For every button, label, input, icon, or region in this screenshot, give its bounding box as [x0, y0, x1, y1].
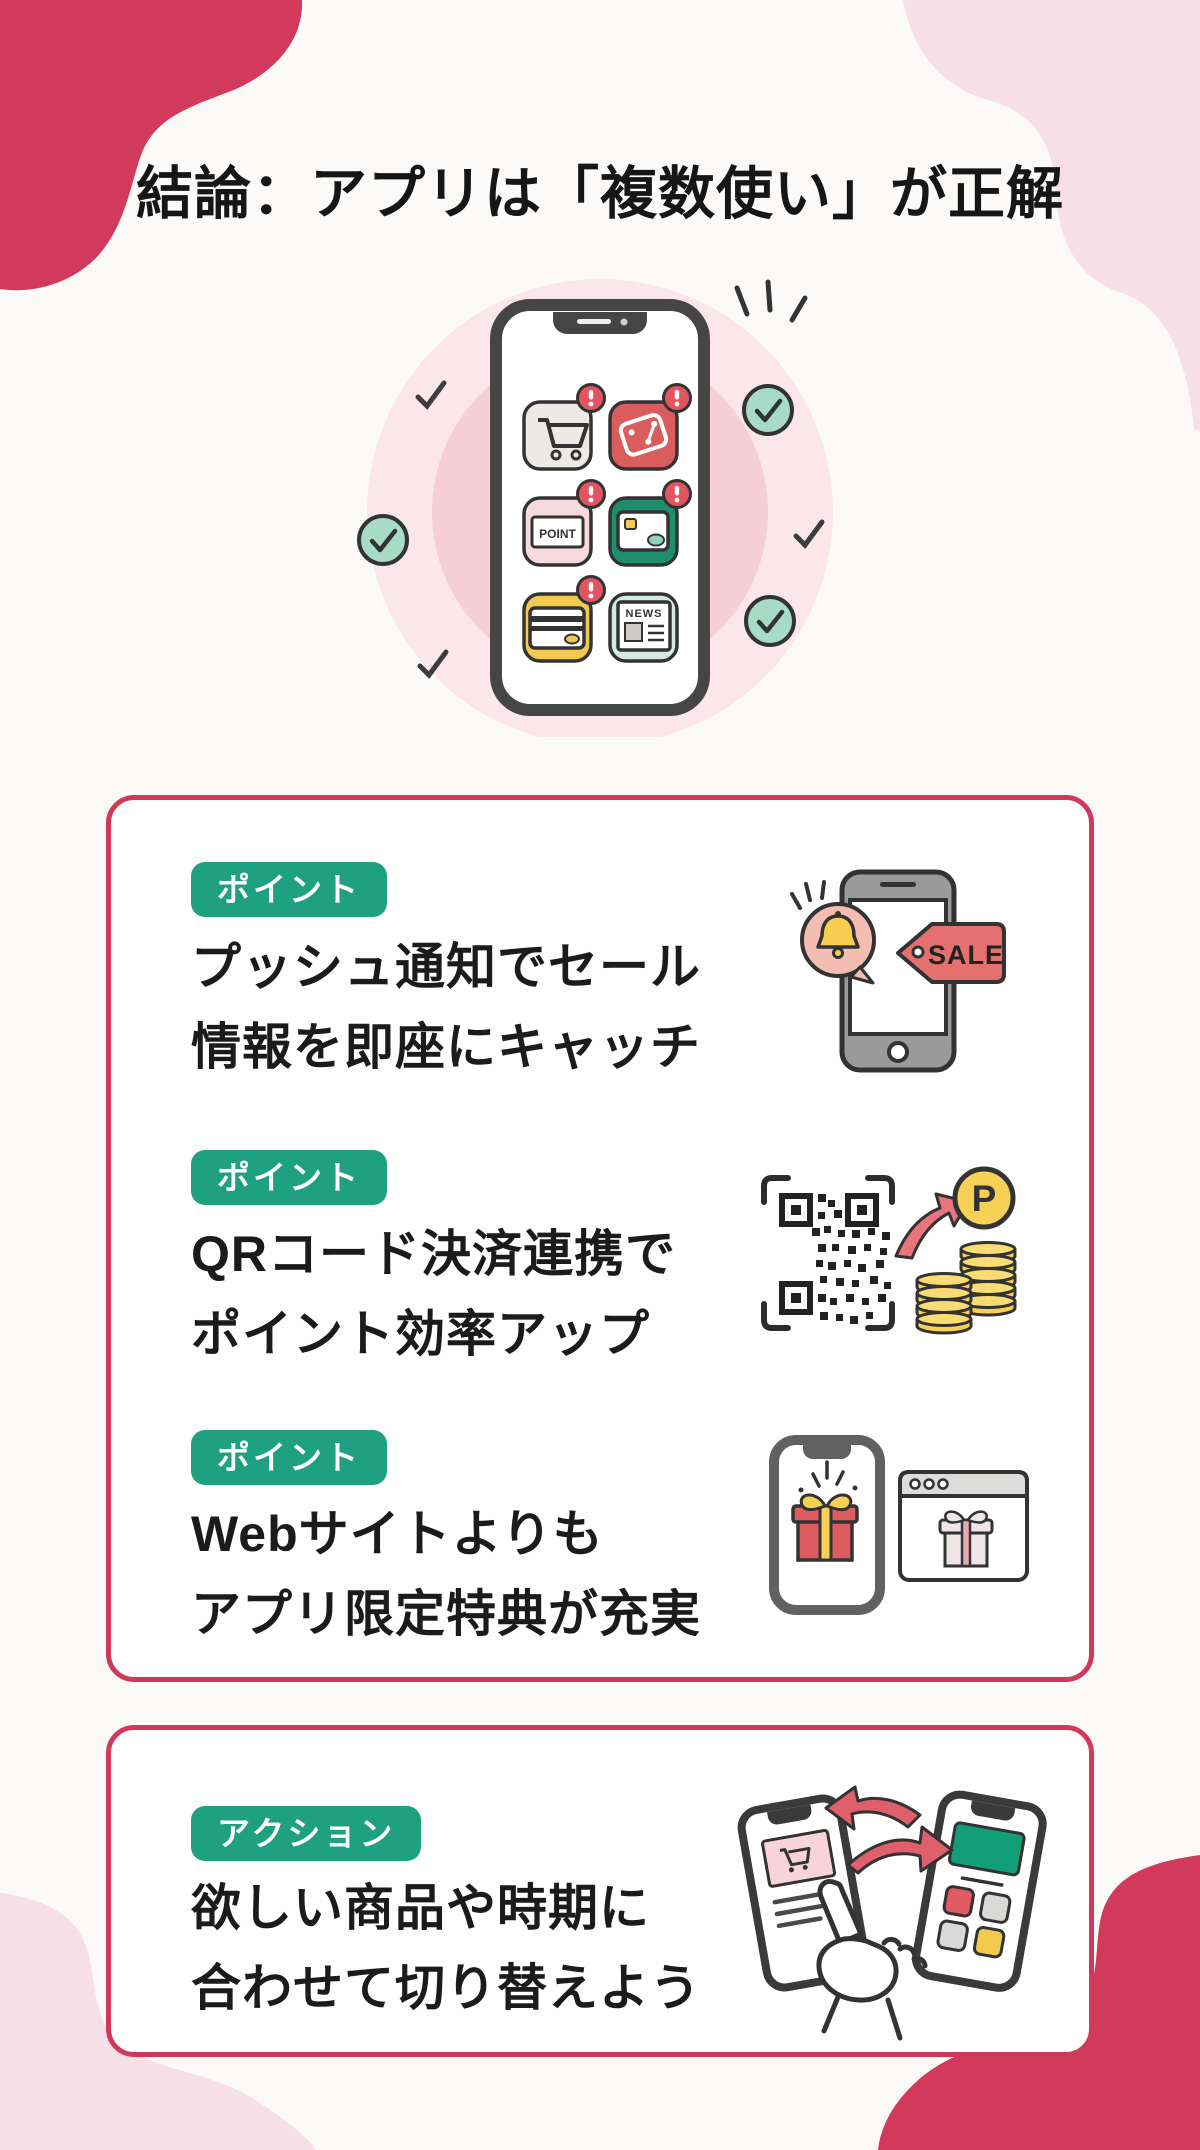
notification-badge-icon — [576, 479, 606, 509]
notification-badge-icon — [662, 479, 692, 509]
point-1-line-2: 情報を即座にキャッチ — [191, 1019, 701, 1075]
point-badge-2: ポイント — [191, 1150, 387, 1205]
coin-stack-icon — [915, 1241, 1017, 1335]
point-badge-1: ポイント — [191, 862, 387, 917]
point-badge-3: ポイント — [191, 1430, 387, 1485]
app-gift-illustration — [769, 1435, 1029, 1615]
check-circle-icon — [744, 386, 792, 434]
check-circle-icon — [746, 597, 794, 645]
action-line-1: 欲しい商品や時期に — [191, 1880, 650, 1936]
point-3-line-2: アプリ限定特典が充実 — [191, 1586, 701, 1642]
qr-points-illustration: P — [761, 1166, 1017, 1335]
news-app-label: NEWS — [626, 608, 663, 620]
point-1-line-1: プッシュ通知でセール — [191, 939, 701, 995]
swap-arrows-icon — [824, 1785, 954, 1875]
notification-badge-icon — [576, 575, 606, 605]
point-3-line-1: Webサイトよりも — [191, 1506, 604, 1562]
point-text-3: Webサイトよりも アプリ限定特典が充実 — [191, 1494, 701, 1654]
sparkle-lines-icon — [734, 279, 808, 323]
action-line-2: 合わせて切り替えよう — [191, 1960, 701, 2016]
blob-bottom-right — [878, 1855, 1200, 2150]
cart-app-icon — [522, 400, 593, 471]
qr-code-icon — [761, 1175, 895, 1331]
check-circle-icon — [359, 516, 407, 564]
browser-window — [898, 1470, 1029, 1582]
point-text-1: プッシュ通知でセール 情報を即座にキャッチ — [191, 927, 701, 1087]
page-title: 結論：アプリは「複数使い」が正解 — [136, 162, 1064, 226]
point-coin-icon: P — [952, 1166, 1016, 1230]
bell-bubble-icon — [800, 902, 876, 985]
push-notification-illustration: SALE — [790, 869, 1006, 1073]
sale-tag-label: SALE — [928, 940, 1004, 970]
point-coin-label: P — [972, 1178, 997, 1219]
blob-top-right — [903, 0, 1200, 430]
sale-tag-app-icon — [608, 400, 679, 471]
action-badge: アクション — [191, 1806, 422, 1861]
credit-card-app-icon — [522, 592, 593, 663]
wallet-app-icon — [608, 496, 679, 567]
hand-cursor-icon — [816, 1879, 928, 2041]
point-2-line-2: ポイント効率アップ — [191, 1306, 650, 1362]
pale-gift-icon — [938, 1510, 994, 1568]
point-text-2: QRコード決済連携で ポイント効率アップ — [191, 1214, 676, 1374]
point-2-line-1: QRコード決済連携で — [191, 1226, 676, 1282]
point-app-icon: POINT — [522, 496, 593, 567]
switch-apps-illustration — [737, 1785, 1047, 2041]
apps-phone — [911, 1790, 1047, 1992]
notification-badge-icon — [576, 383, 606, 413]
action-box: アクション 欲しい商品や時期に 合わせて切り替えよう — [106, 1725, 1094, 2057]
news-app-icon: NEWS — [608, 592, 679, 663]
alert-lines-icon — [790, 880, 826, 910]
blob-bottom-left — [0, 1893, 316, 2150]
points-box: ポイント プッシュ通知でセール 情報を即座にキャッチ SALE ポイント — [106, 795, 1094, 1682]
hero-smartphone-illustration: POINT NEWS — [300, 279, 833, 737]
action-text: 欲しい商品や時期に 合わせて切り替えよう — [191, 1868, 701, 2028]
sale-tag-icon: SALE — [896, 922, 1006, 984]
red-gift-icon — [791, 1460, 859, 1562]
blob-top-left — [0, 0, 303, 291]
notification-badge-icon — [662, 383, 692, 413]
point-app-label: POINT — [539, 527, 576, 541]
